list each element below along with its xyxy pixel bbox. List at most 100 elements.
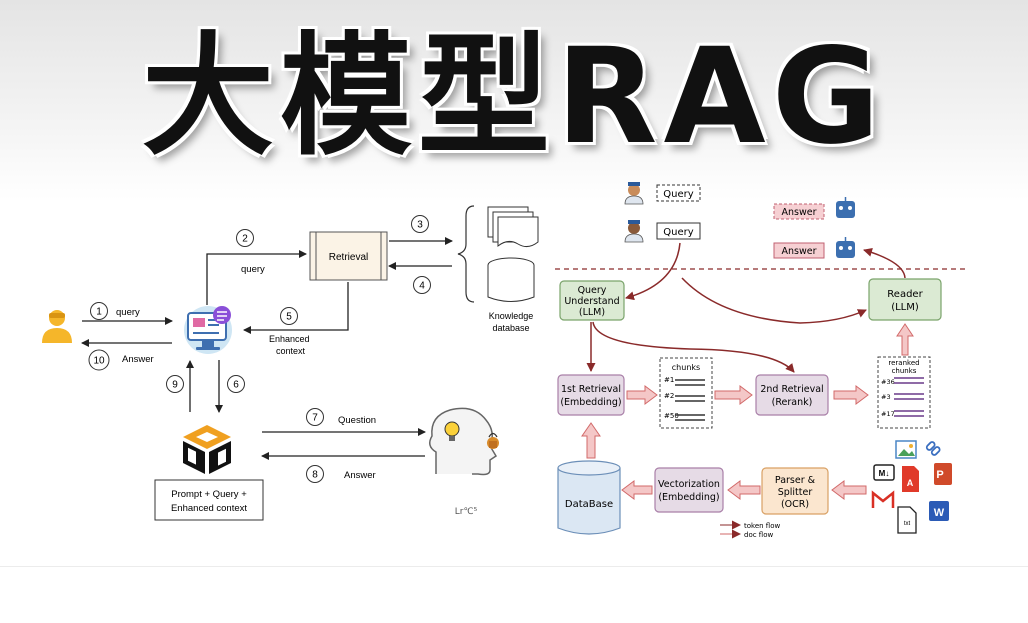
parser-line1: Parser & (775, 475, 816, 486)
thinking-head-icon (429, 407, 499, 476)
step-2-number: 2 (242, 234, 248, 245)
reader-box (868, 278, 942, 321)
answer-box-1 (773, 203, 825, 220)
query-understand-line2: Understand (564, 296, 619, 307)
prompt-line2: Enhanced context (171, 503, 247, 514)
chunk-tag-1: #1 (664, 376, 674, 384)
user-avatar-1 (624, 182, 644, 205)
query-box-1-label: Query (663, 189, 693, 200)
second-retrieval-box (755, 374, 829, 416)
step-1-circle (90, 302, 108, 320)
arrow-step-2 (206, 250, 307, 305)
knowledge-database-icon (457, 205, 539, 303)
second-retrieval-line1: 2nd Retrieval (760, 384, 823, 395)
pink-arrow-to-db (621, 480, 653, 500)
svg-text:M↓: M↓ (879, 469, 890, 478)
first-retrieval-line2: (Embedding) (560, 397, 621, 408)
reranked-tag-3: #17 (881, 410, 895, 418)
parser-line3: (OCR) (781, 499, 809, 510)
chunks-label: chunks (672, 363, 700, 372)
right-rag-flow: Query Query Answer Answer Query Understa… (555, 182, 965, 539)
retrieval-box: Retrieval (309, 231, 388, 281)
step-2-label: query (241, 264, 265, 275)
query-understand-line1: Query (578, 285, 607, 296)
legend-token-label: token flow (744, 522, 780, 530)
step-7-number: 7 (312, 413, 318, 424)
svg-text:P: P (936, 469, 943, 481)
pink-arrow-to-parser (831, 480, 867, 500)
step-10-label: Answer (122, 354, 154, 365)
step-7-label: Question (338, 415, 376, 426)
step-1-number: 1 (96, 307, 102, 318)
chunks-box (659, 357, 713, 429)
step-8-number: 8 (312, 470, 318, 481)
step-6-circle (227, 375, 245, 393)
step-10-number: 10 (93, 356, 105, 367)
step-5-circle (280, 307, 298, 325)
svg-text:txt: txt (904, 521, 911, 527)
robot-icon-1 (836, 197, 855, 218)
step-3-circle (411, 215, 429, 233)
vectorization-box (654, 467, 724, 513)
step-1-label: query (116, 307, 140, 318)
pink-arrow-1 (626, 385, 658, 405)
powerpoint-file-icon: P (934, 463, 952, 485)
image-file-icon (895, 440, 917, 459)
retrieval-label: Retrieval (329, 252, 368, 263)
chunk-tag-3: #50 (664, 412, 679, 420)
query-understand-box (559, 280, 625, 321)
left-rag-flow: 1 query 10 Answer 2 query (42, 205, 539, 521)
prompt-box: Prompt + Query + Enhanced context (154, 479, 264, 521)
arrow-understand-to-rerank (592, 321, 795, 373)
prompt-line1: Prompt + Query + (171, 489, 247, 500)
gmail-icon (871, 490, 895, 508)
vectorization-line2: (Embedding) (658, 492, 719, 503)
step-9-circle (166, 375, 184, 393)
reranked-label-line2: chunks (892, 367, 917, 375)
signature-text: Lr℃⁵ (455, 507, 478, 517)
step-5-label-line2: context (276, 346, 306, 356)
pink-arrow-up-reader (896, 323, 914, 356)
pink-arrow-2 (714, 385, 753, 405)
svg-text:W: W (934, 507, 945, 519)
query-box-2 (656, 222, 701, 240)
knowledge-label-line2: database (492, 323, 529, 333)
query-understand-line3: (LLM) (579, 307, 605, 318)
knowledge-label-line1: Knowledge (489, 311, 534, 321)
answer-box-2-label: Answer (782, 246, 817, 257)
query-box-2-label: Query (663, 227, 693, 238)
arrow-reader-to-answer (863, 247, 906, 279)
first-retrieval-line1: 1st Retrieval (561, 384, 621, 395)
user-avatar-2 (624, 220, 644, 243)
first-retrieval-box (557, 374, 625, 416)
step-8-label: Answer (344, 470, 376, 481)
step-7-circle (306, 408, 324, 426)
pink-arrow-to-vector (727, 480, 761, 500)
parser-box (761, 467, 829, 515)
step-5-label-line1: Enhanced (269, 334, 310, 344)
link-icon (925, 441, 941, 456)
arrow-query-to-understand (625, 242, 681, 301)
pink-arrow-3 (833, 385, 869, 405)
app-monitor-icon (184, 306, 232, 354)
step-6-number: 6 (233, 380, 239, 391)
query-box-1 (656, 184, 701, 202)
step-2-circle (236, 229, 254, 247)
pdf-file-icon: A (902, 466, 919, 492)
llm-cube-icon (183, 425, 231, 474)
answer-box-2 (773, 242, 825, 259)
arrow-query-to-reader (681, 277, 867, 324)
step-8-circle (306, 465, 324, 483)
page-title: 大模型RAG (141, 20, 887, 174)
step-5-number: 5 (286, 312, 292, 323)
chunk-tag-2: #2 (664, 392, 674, 400)
reader-line1: Reader (887, 289, 923, 300)
pink-arrow-up-db (581, 422, 601, 459)
robot-icon-2 (836, 237, 855, 258)
footer-band (0, 566, 1028, 623)
step-9-number: 9 (172, 380, 178, 391)
second-retrieval-line2: (Rerank) (772, 397, 813, 408)
user-icon (42, 310, 72, 343)
reranked-tag-1: #36 (881, 378, 895, 386)
